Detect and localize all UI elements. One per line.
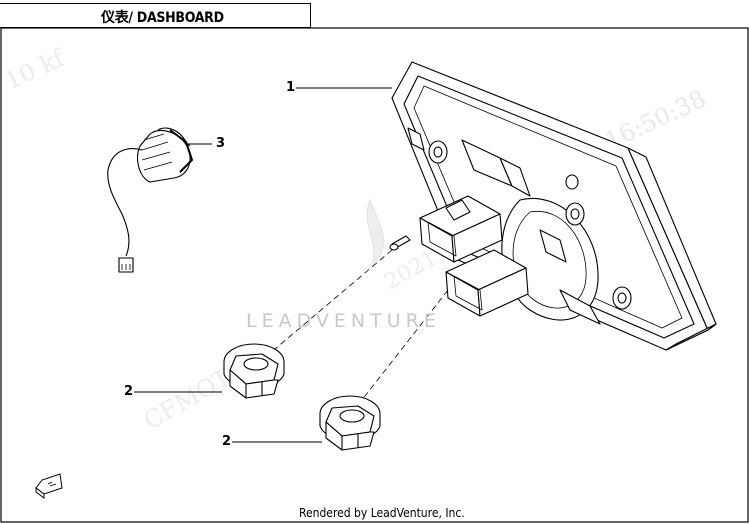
title-box <box>0 3 311 28</box>
footer-credit: Rendered by LeadVenture, Inc. <box>299 506 465 520</box>
front-arrow-icon <box>35 473 63 499</box>
callout-2-upper: 2 <box>124 384 134 399</box>
flange-nut-lower <box>319 395 381 451</box>
dashboard-housing <box>389 61 717 351</box>
callout-1: 1 <box>286 80 296 95</box>
page-border <box>0 27 749 523</box>
callout-3: 3 <box>216 136 226 151</box>
watermark-text: LEADVENTURE <box>246 310 441 332</box>
svg-text:10 kf: 10 kf <box>1 43 71 95</box>
callout-2-lower: 2 <box>222 434 232 449</box>
connector-cap <box>107 127 193 273</box>
assembly-lines <box>261 249 449 411</box>
svg-text:2021: 2021 <box>381 246 442 296</box>
page-title: 仪表/ DASHBOARD <box>101 10 224 26</box>
leader-lines <box>134 87 392 443</box>
flange-nut-upper <box>223 343 285 399</box>
